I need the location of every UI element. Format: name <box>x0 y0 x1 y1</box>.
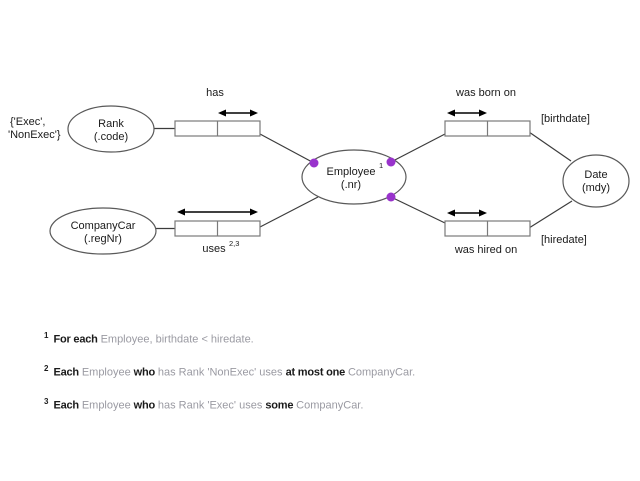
entity-ellipse <box>67 105 155 153</box>
footnote-marker: 1 <box>44 331 49 340</box>
entity-name: Rank <box>98 118 124 130</box>
uniqueness-arrow-uses <box>177 208 258 216</box>
footnote-text-keyword: Each <box>53 366 82 379</box>
line-has-employee <box>259 133 315 164</box>
footnote-marker: 2 <box>44 364 49 373</box>
footnote-text-object: Employee, birthdate < hiredate. <box>100 333 254 346</box>
uniqueness-arrow-hired <box>447 209 487 217</box>
entity-ellipse <box>49 207 157 255</box>
footnote-text-keyword: Each <box>53 399 82 412</box>
footnote-text-keyword: who <box>130 399 158 412</box>
entity-employee: Employee 1 (.nr) <box>301 149 407 205</box>
entity-rank: Rank (.code) <box>67 105 155 153</box>
entity-ref-mode: (.code) <box>94 131 128 143</box>
footnote-text-object: Employee <box>81 366 131 379</box>
value-constraint-line2: 'NonExec'} <box>8 129 61 141</box>
mandatory-dot-has <box>309 158 319 168</box>
mandatory-dot-born <box>386 157 396 167</box>
footnote-2: 2 Each Employee who has Rank 'NonExec' us… <box>44 364 415 379</box>
predicate-uses: uses 2,3 <box>174 208 261 255</box>
line-born-date <box>528 131 572 162</box>
role-name-birthdate: [birthdate] <box>541 113 590 125</box>
line-employee-born <box>390 133 446 163</box>
footnote-text-keyword: who <box>130 366 158 379</box>
entity-note-ref: 1 <box>379 161 383 170</box>
entity-ref-mode: (.nr) <box>341 179 361 191</box>
value-constraint-line1: {'Exec', <box>10 116 45 128</box>
predicate-label-was-born-on: was born on <box>455 87 516 99</box>
footnote-text-keyword: For each <box>53 333 101 346</box>
predicate-label-uses: uses <box>202 243 226 255</box>
entity-name: Employee <box>327 166 376 178</box>
entity-name: Date <box>584 169 607 181</box>
footnote-text-object: has Rank 'NonExec' uses <box>157 366 286 379</box>
predicate-uses-note-ref: 2,3 <box>229 239 239 248</box>
entity-company-car: CompanyCar (.regNr) <box>49 207 157 255</box>
footnote-text-object: CompanyCar. <box>296 399 364 412</box>
predicate-was-hired-on: was hired on [hiredate] <box>444 209 587 256</box>
mandatory-dot-hired <box>386 192 396 202</box>
uniqueness-arrow-has <box>218 109 258 117</box>
predicate-was-born-on: was born on [birthdate] <box>444 87 590 137</box>
entity-name: CompanyCar <box>71 220 136 232</box>
uniqueness-arrow-born <box>447 109 487 117</box>
entity-ref-mode: (.regNr) <box>84 233 122 245</box>
footnote-text-object: CompanyCar. <box>347 366 416 379</box>
connection-lines <box>153 127 573 230</box>
entity-ref-mode: (mdy) <box>582 182 610 194</box>
line-uses-employee <box>259 196 319 228</box>
role-name-hiredate: [hiredate] <box>541 234 587 246</box>
mandatory-role-dots <box>309 157 396 202</box>
predicate-label-was-hired-on: was hired on <box>454 244 517 256</box>
entity-ellipse <box>562 154 630 208</box>
entity-ellipse <box>301 149 407 205</box>
predicate-label-has: has <box>206 87 224 99</box>
footnote-text-keyword: at most one <box>285 366 348 379</box>
footnote-text-object: Employee <box>81 399 131 412</box>
line-employee-hired <box>390 196 446 224</box>
predicate-has: has <box>174 87 261 137</box>
footnote-text-keyword: some <box>265 399 297 412</box>
orm-diagram-canvas: has uses 2,3 was born on <box>8 87 630 256</box>
entity-date: Date (mdy) <box>562 154 630 208</box>
footnote-marker: 3 <box>44 397 49 406</box>
line-hired-date <box>528 200 573 229</box>
footnote-1: 1 For each Employee, birthdate < hiredate… <box>44 331 254 346</box>
footnote-text-object: has Rank 'Exec' uses <box>157 399 266 412</box>
